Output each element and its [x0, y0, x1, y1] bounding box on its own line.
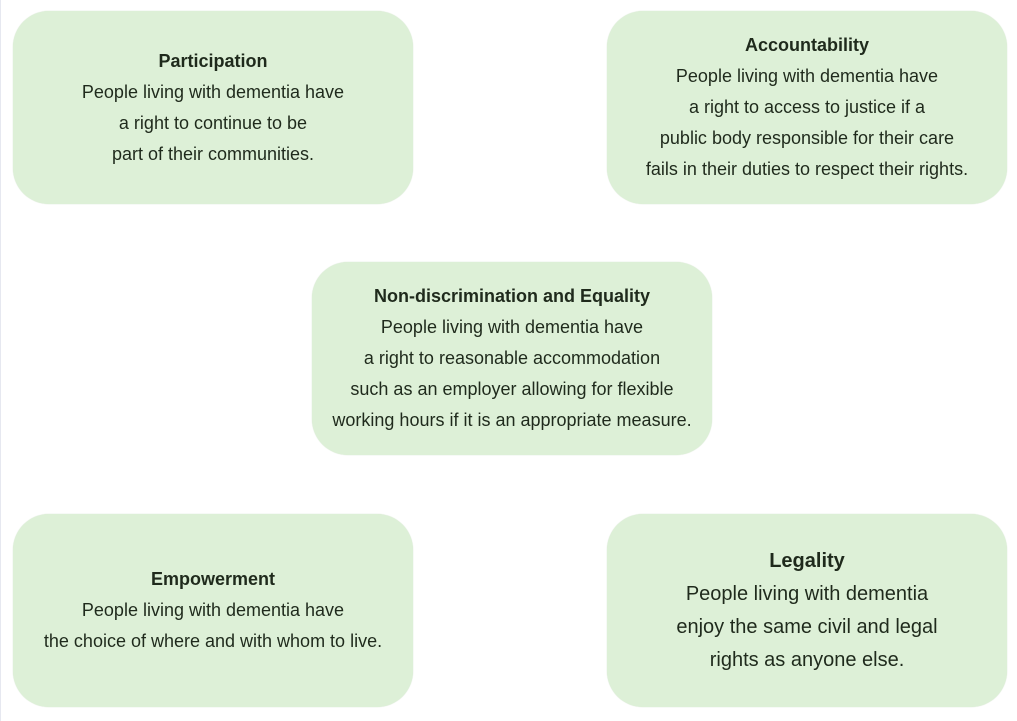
- box-line: rights as anyone else.: [709, 648, 905, 671]
- box-line: working hours if it is an appropriate me…: [332, 410, 692, 430]
- box-line: the choice of where and with whom to liv…: [43, 631, 383, 651]
- box-line: fails in their duties to respect their r…: [645, 159, 969, 179]
- box-title: Empowerment: [150, 569, 276, 589]
- box-line: a right to access to justice if a: [688, 97, 926, 117]
- box-line: such as an employer allowing for flexibl…: [350, 379, 674, 399]
- box-line: enjoy the same civil and legal: [676, 615, 938, 638]
- legality-box: Legality People living with dementia enj…: [607, 514, 1007, 707]
- box-title: Participation: [158, 50, 268, 71]
- box-line: a right to continue to be: [118, 112, 308, 133]
- box-title: Non-discrimination and Equality: [373, 286, 651, 306]
- box-line: People living with dementia: [685, 582, 929, 605]
- non-discrimination-box: Non-discrimination and Equality People l…: [312, 262, 712, 455]
- box-line: public body responsible for their care: [659, 128, 955, 148]
- participation-box: Participation People living with dementi…: [13, 11, 413, 204]
- box-line: part of their communities.: [111, 143, 315, 164]
- box-title: Accountability: [744, 35, 869, 55]
- box-line: People living with dementia have: [81, 600, 345, 620]
- box-title: Legality: [769, 549, 845, 572]
- box-line: People living with dementia have: [675, 66, 939, 86]
- box-line: People living with dementia have: [81, 81, 345, 102]
- empowerment-box: Empowerment People living with dementia …: [13, 514, 413, 707]
- accountability-box: Accountability People living with dement…: [607, 11, 1007, 204]
- box-line: a right to reasonable accommodation: [363, 348, 661, 368]
- box-line: People living with dementia have: [380, 317, 644, 337]
